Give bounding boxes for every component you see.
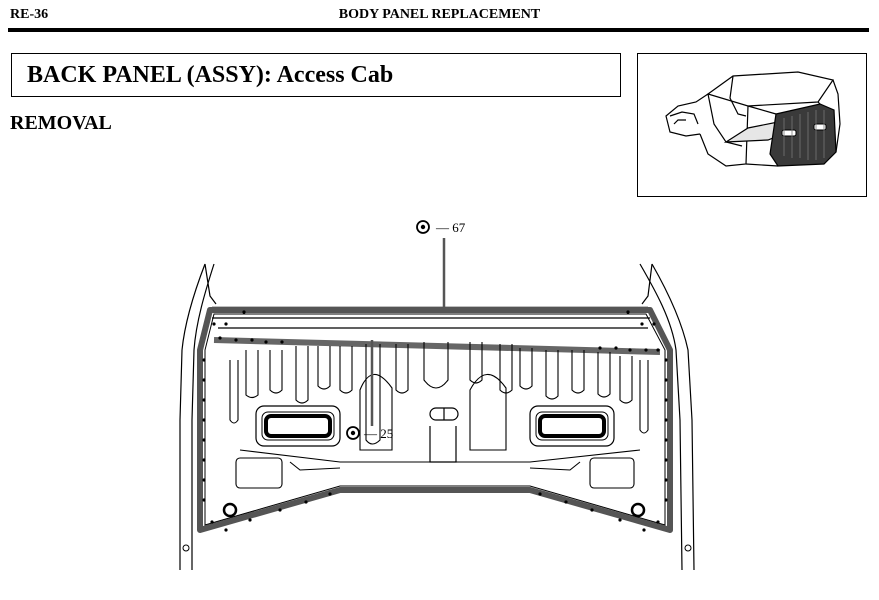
page-code: RE-36 <box>10 7 49 22</box>
svg-text:— 25: — 25 <box>363 426 393 441</box>
cab-thumbnail-image <box>665 71 841 167</box>
right-access-hole <box>529 405 615 447</box>
thumbnail-box <box>637 53 867 197</box>
title-box: BACK PANEL (ASSY): Access Cab <box>11 53 621 97</box>
removal-heading: REMOVAL <box>10 112 112 134</box>
back-panel-outline <box>197 307 673 533</box>
bolt-holes <box>222 502 646 518</box>
page-title: BACK PANEL (ASSY): Access Cab <box>27 62 394 88</box>
left-access-hole <box>255 405 341 447</box>
callout-67: — 67 <box>416 220 466 308</box>
back-panel-diagram: — 67 — 25 <box>179 220 695 571</box>
svg-text:— 67: — 67 <box>435 220 466 235</box>
callout-25: — 25 <box>346 340 393 441</box>
section-title: BODY PANEL REPLACEMENT <box>338 7 541 22</box>
spot-welds <box>202 310 668 532</box>
header-rule <box>8 28 869 32</box>
